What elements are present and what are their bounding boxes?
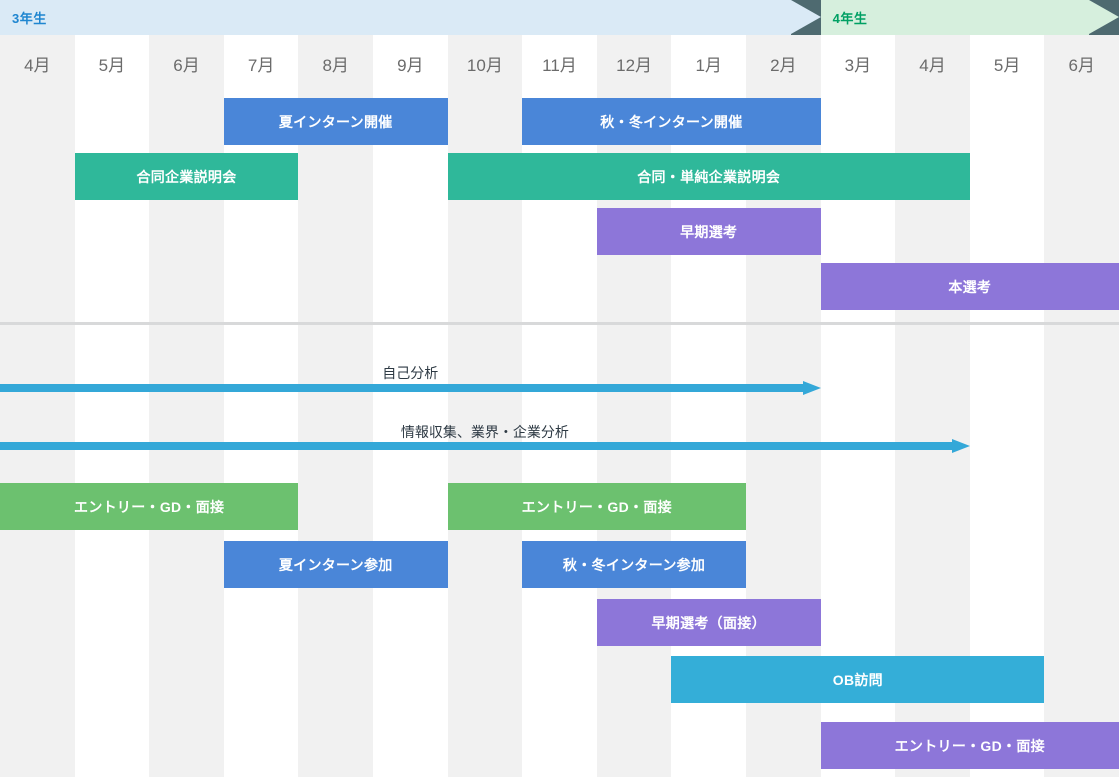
gantt-bar: 早期選考 — [596, 208, 821, 255]
month-header-4: 7月 — [247, 56, 275, 75]
month-header-9: 12月 — [616, 56, 653, 75]
year-band-3rd-arrow-icon — [790, 0, 821, 34]
timeline-arrow — [0, 381, 821, 395]
gantt-bar: エントリー・GD・面接 — [447, 483, 746, 530]
gantt-bar: 夏インターン参加 — [223, 541, 448, 588]
month-header-7: 10月 — [466, 56, 503, 75]
month-header-1: 4月 — [24, 56, 51, 75]
timeline-arrow-head-icon — [951, 439, 970, 453]
gantt-bar: 夏インターン開催 — [223, 98, 448, 145]
timeline-arrow-line — [0, 384, 803, 392]
column-stripe — [895, 0, 970, 777]
gantt-bar: 合同・単純企業説明会 — [447, 153, 970, 200]
month-header-14: 5月 — [993, 56, 1021, 75]
month-header-8: 11月 — [542, 56, 577, 75]
month-header-3: 6月 — [173, 56, 200, 75]
column-stripe — [1044, 0, 1119, 777]
timeline-arrow — [0, 439, 970, 453]
gantt-bar: 早期選考（面接） — [596, 599, 821, 646]
month-header-11: 2月 — [770, 56, 797, 75]
timeline-arrow-label: 自己分析 — [382, 365, 439, 381]
gantt-bar: 合同企業説明会 — [74, 153, 299, 200]
month-header-12: 3月 — [844, 56, 872, 75]
month-header-row: 4月 5月 6月 7月 8月 9月 10月 11月 12月 1月 2月 3月 4月 5月 6月 — [0, 35, 1119, 92]
gantt-bar: 本選考 — [820, 263, 1119, 310]
year-band-4th-label: 4年生 — [832, 11, 868, 26]
month-header-13: 4月 — [919, 56, 946, 75]
month-header-10: 1月 — [695, 56, 722, 75]
month-header-5: 8月 — [322, 56, 349, 75]
year-band-4th-body — [820, 0, 1089, 35]
timeline-arrow-line — [0, 442, 952, 450]
year-band-4th: 4年生 — [820, 0, 1119, 35]
gantt-bar: エントリー・GD・面接 — [820, 722, 1119, 769]
month-header-2: 5月 — [98, 56, 126, 75]
year-band-4th-arrow-icon — [1088, 0, 1119, 34]
year-band-3rd-label: 3年生 — [12, 11, 47, 26]
timeline-arrow-label: 情報収集、業界・企業分析 — [400, 424, 569, 440]
gantt-bar: 秋・冬インターン参加 — [522, 541, 746, 588]
timeline-arrow-head-icon — [802, 381, 821, 395]
section-divider — [0, 322, 1119, 325]
year-banner-row: 3年生 4年生 — [0, 0, 1119, 35]
year-band-3rd-body — [0, 0, 791, 35]
gantt-bar: エントリー・GD・面接 — [0, 483, 299, 530]
month-header-15: 6月 — [1068, 56, 1095, 75]
month-header-6: 9月 — [397, 56, 424, 75]
gantt-bar: 秋・冬インターン開催 — [522, 98, 821, 145]
year-band-3rd: 3年生 — [0, 0, 821, 35]
gantt-bar: OB訪問 — [671, 656, 1045, 703]
